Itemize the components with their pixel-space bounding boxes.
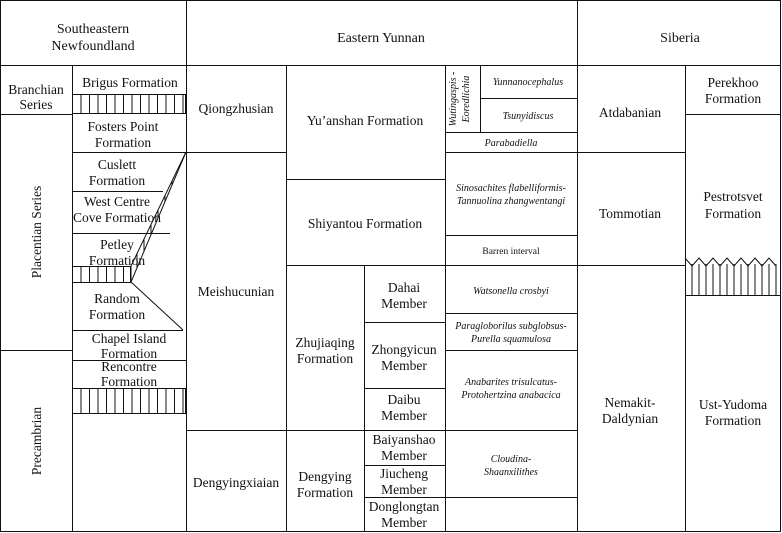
biozone-tsunyidiscus: Tsunyidiscus [503,111,554,122]
formation-pestrotsvet-line1: Pestrotsvet [703,189,762,204]
biozone-paragloborilus-line1: Paragloborilus subglobsus- [454,321,566,332]
formation-west-centre-line1: West Centre [84,194,150,209]
formation-chapel-island-line1: Chapel Island [92,331,167,346]
member-zhongyicun-line2: Member [381,358,427,373]
hatch-brigus [72,94,186,114]
formation-dengying-line1: Dengying [298,469,351,484]
biozone-cloudina-line2: Shaanxilithes [484,467,538,478]
biozone-wutingaspis-line2: Eoredlichia [461,76,472,124]
biozone-paragloborilus-line2: Purella squamulosa [470,334,551,345]
formation-rencontre-line2: Formation [101,374,157,389]
formation-zhujiaqing-line2: Formation [297,351,353,366]
formation-yuanshan: Yu’anshan Formation [307,113,424,128]
stage-tommotian: Tommotian [599,206,661,221]
stage-dengyingxiaian: Dengyingxiaian [193,475,279,490]
series-branchian-line1: Branchian [8,82,64,97]
formation-west-centre-line2: Cove Formation [73,210,161,225]
header-siberia: Siberia [660,31,700,46]
stage-qiongzhusian: Qiongzhusian [199,101,274,116]
member-baiyanshao-line1: Baiyanshao [373,432,436,447]
formation-perekhoo-line2: Formation [705,91,761,106]
formation-pestrotsvet-line2: Formation [705,206,761,221]
header-eastern-yunnan: Eastern Yunnan [337,31,425,46]
member-dahai-line2: Member [381,296,427,311]
member-baiyanshao-line2: Member [381,448,427,463]
formation-zhujiaqing-line1: Zhujiaqing [295,335,354,350]
biozone-anabarites-line1: Anabarites trisulcatus- [464,377,557,388]
hatch-siberia-zigzag [684,257,777,267]
yunnan-column: Qiongzhusian Meishucunian Dengyingxiaian… [193,72,567,530]
formation-ust-yudoma-line2: Formation [705,413,761,428]
stage-meishucunian: Meishucunian [198,284,275,299]
biozone-anabarites-line2: Protohertzina anabacica [460,390,560,401]
formation-random-line2: Formation [89,307,145,322]
member-donglongtan-line1: Donglongtan [369,499,440,514]
member-daibu-line2: Member [381,408,427,423]
formation-dengying-line2: Formation [297,485,353,500]
formation-chapel-island-line2: Formation [101,346,157,361]
member-donglongtan-line2: Member [381,515,427,530]
member-zhongyicun-line1: Zhongyicun [371,342,436,357]
formation-cuslett-line1: Cuslett [98,157,137,172]
formation-shiyantou: Shiyantou Formation [308,216,423,231]
biozone-watsonella: Watsonella crosbyi [473,286,549,297]
stage-nemakit-line2: Daldynian [602,411,658,426]
formation-fosters-point-line1: Fosters Point [88,119,159,134]
unconformity-hatching [72,94,777,414]
formation-brigus: Brigus Formation [82,75,178,90]
member-jiucheng-line1: Jiucheng [380,466,428,481]
member-jiucheng-line2: Member [381,482,427,497]
siberia-column: Atdabanian Tommotian Nemakit- Daldynian … [599,75,767,428]
header-newfoundland-line2: Newfoundland [51,39,134,54]
stage-atdabanian: Atdabanian [599,105,661,120]
biozone-barren: Barren interval [482,247,540,257]
biozone-yunnanocephalus: Yunnanocephalus [493,77,563,88]
formation-perekhoo-line1: Perekhoo [708,75,759,90]
member-dahai-line1: Dahai [388,280,420,295]
formation-ust-yudoma-line1: Ust-Yudoma [699,397,767,412]
series-precambrian: Precambrian [29,407,44,475]
member-daibu-line1: Daibu [388,392,421,407]
biozone-sinosachites-line2: Tannuolina zhangwentangi [457,196,565,207]
biozone-parabadiella: Parabadiella [484,138,538,149]
hatch-rencontre [72,388,186,414]
formation-rencontre-line1: Rencontre [101,359,156,374]
formation-petley-line1: Petley [100,237,134,252]
series-placentian: Placentian Series [29,186,44,279]
formation-random-line1: Random [94,291,140,306]
series-branchian-line2: Series [20,97,53,112]
newfoundland-column: Branchian Series Placentian Series Preca… [8,75,178,475]
column-headers: Southeastern Newfoundland Eastern Yunnan… [51,22,700,54]
stage-nemakit-line1: Nemakit- [605,395,656,410]
formation-fosters-point-line2: Formation [95,135,151,150]
header-newfoundland-line1: Southeastern [57,22,129,37]
formation-petley-line2: Formation [89,253,145,268]
hatch-wedge [136,166,180,268]
hatch-petley-random [72,266,131,283]
biozone-wutingaspis-line1: Wutingaspis - [448,72,459,127]
biozone-cloudina-line1: Cloudina- [491,454,532,465]
formation-cuslett-line2: Formation [89,173,145,188]
biozone-sinosachites-line1: Sinosachites flabelliformis- [456,183,566,194]
